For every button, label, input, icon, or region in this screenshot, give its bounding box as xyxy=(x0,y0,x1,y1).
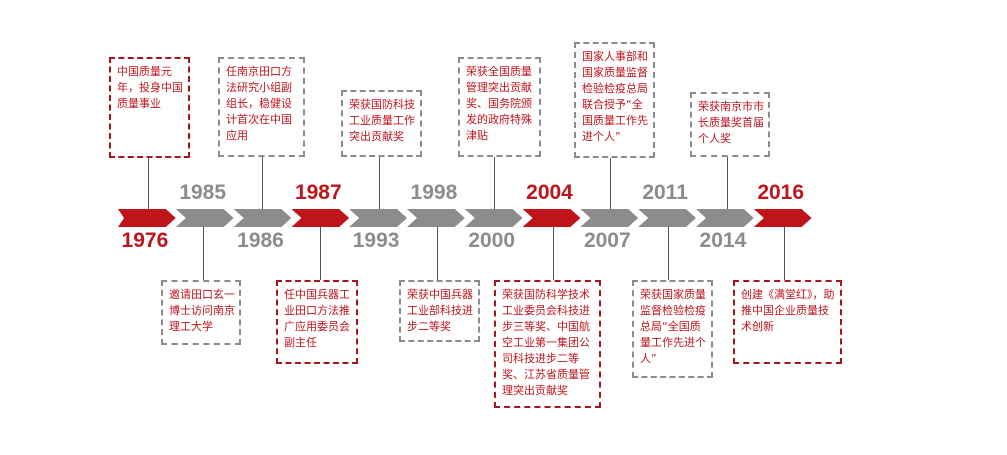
year-label-2000: 2000 xyxy=(468,229,516,252)
year-label-1987: 1987 xyxy=(294,181,342,204)
event-text-1986: 任南京田口方法研究小组副组长，稳健设计首次在中国应用 xyxy=(226,65,292,142)
connector-line-2007 xyxy=(610,158,611,209)
event-box-1985: 邀请田口玄一博士访问南京理工大学 xyxy=(161,280,241,345)
connector-line-1976 xyxy=(148,158,149,209)
timeline-segment-2014 xyxy=(696,209,754,227)
event-text-2016: 创建《满堂红》，助推中国企业质量技术创新 xyxy=(741,288,835,333)
year-label-1993: 1993 xyxy=(352,229,400,252)
event-box-2014: 荣获南京市市长质量奖首届个人奖 xyxy=(690,92,770,157)
connector-line-2000 xyxy=(494,157,495,209)
timeline-segment-1998 xyxy=(407,209,465,227)
event-box-2011: 荣获国家质量监督检验检疫总局“全国质量工作先进个人” xyxy=(632,280,713,378)
event-box-2000: 荣获全国质量管理突出贡献奖、国务院颁发的政府特殊津贴 xyxy=(458,57,541,157)
timeline-segment-2004 xyxy=(522,209,581,227)
event-text-1987: 任中国兵器工业田口方法推广应用委员会副主任 xyxy=(284,288,350,349)
year-label-1985: 1985 xyxy=(179,181,227,204)
event-text-1998: 荣获中国兵器工业部科技进步二等奖 xyxy=(407,288,473,333)
event-text-1993: 荣获国防科技工业质量工作突出贡献奖 xyxy=(349,98,415,143)
connector-line-1993 xyxy=(379,157,380,209)
event-box-2004: 荣获国防科学技术工业委员会科技进步三等奖、中国航空工业第一集团公司科技进步二等奖… xyxy=(494,280,601,408)
timeline-segment-2016 xyxy=(753,209,812,227)
event-text-1985: 邀请田口玄一博士访问南京理工大学 xyxy=(169,288,235,333)
event-box-1998: 荣获中国兵器工业部科技进步二等奖 xyxy=(399,280,480,342)
connector-line-2011 xyxy=(668,227,669,280)
connector-line-2014 xyxy=(727,157,728,209)
event-box-2007: 国家人事部和国家质量监督检验检疫总局联合授予“全国质量工作先进个人” xyxy=(574,42,655,158)
timeline-segment-1993 xyxy=(349,209,407,227)
year-label-2011: 2011 xyxy=(642,181,688,204)
timeline-segment-2000 xyxy=(464,209,523,227)
timeline-segment-1976 xyxy=(118,209,176,227)
connector-line-1985 xyxy=(203,227,204,280)
year-label-1986: 1986 xyxy=(237,229,284,252)
event-box-1976: 中国质量元年，投身中国质量事业 xyxy=(109,57,190,158)
event-box-1986: 任南京田口方法研究小组副组长，稳健设计首次在中国应用 xyxy=(218,57,305,157)
timeline-segment-1987 xyxy=(291,209,350,227)
connector-line-1987 xyxy=(320,227,321,280)
event-box-1993: 荣获国防科技工业质量工作突出贡献奖 xyxy=(341,90,422,157)
event-text-2004: 荣获国防科学技术工业委员会科技进步三等奖、中国航空工业第一集团公司科技进步二等奖… xyxy=(502,288,590,397)
year-label-1976: 1976 xyxy=(121,229,169,252)
year-label-2014: 2014 xyxy=(699,229,747,252)
event-text-2000: 荣获全国质量管理突出贡献奖、国务院颁发的政府特殊津贴 xyxy=(466,65,532,142)
year-label-2007: 2007 xyxy=(583,229,631,252)
connector-line-1998 xyxy=(437,227,438,280)
year-label-2004: 2004 xyxy=(526,181,573,204)
connector-line-2016 xyxy=(784,227,785,280)
event-box-1987: 任中国兵器工业田口方法推广应用委员会副主任 xyxy=(276,280,358,364)
event-text-2014: 荣获南京市市长质量奖首届个人奖 xyxy=(698,100,764,145)
connector-line-2004 xyxy=(553,227,554,280)
event-text-1976: 中国质量元年，投身中国质量事业 xyxy=(117,65,183,110)
event-text-2011: 荣获国家质量监督检验检疫总局“全国质量工作先进个人” xyxy=(640,288,706,365)
year-label-2016: 2016 xyxy=(757,181,805,204)
event-text-2007: 国家人事部和国家质量监督检验检疫总局联合授予“全国质量工作先进个人” xyxy=(582,50,648,143)
timeline-segment-1986 xyxy=(233,209,292,227)
year-label-1998: 1998 xyxy=(410,181,458,204)
timeline-segment-2007 xyxy=(580,209,639,227)
timeline-segment-2011 xyxy=(638,209,696,227)
event-box-2016: 创建《满堂红》，助推中国企业质量技术创新 xyxy=(733,280,842,364)
timeline-segment-1985 xyxy=(175,209,234,227)
connector-line-1986 xyxy=(262,157,263,209)
